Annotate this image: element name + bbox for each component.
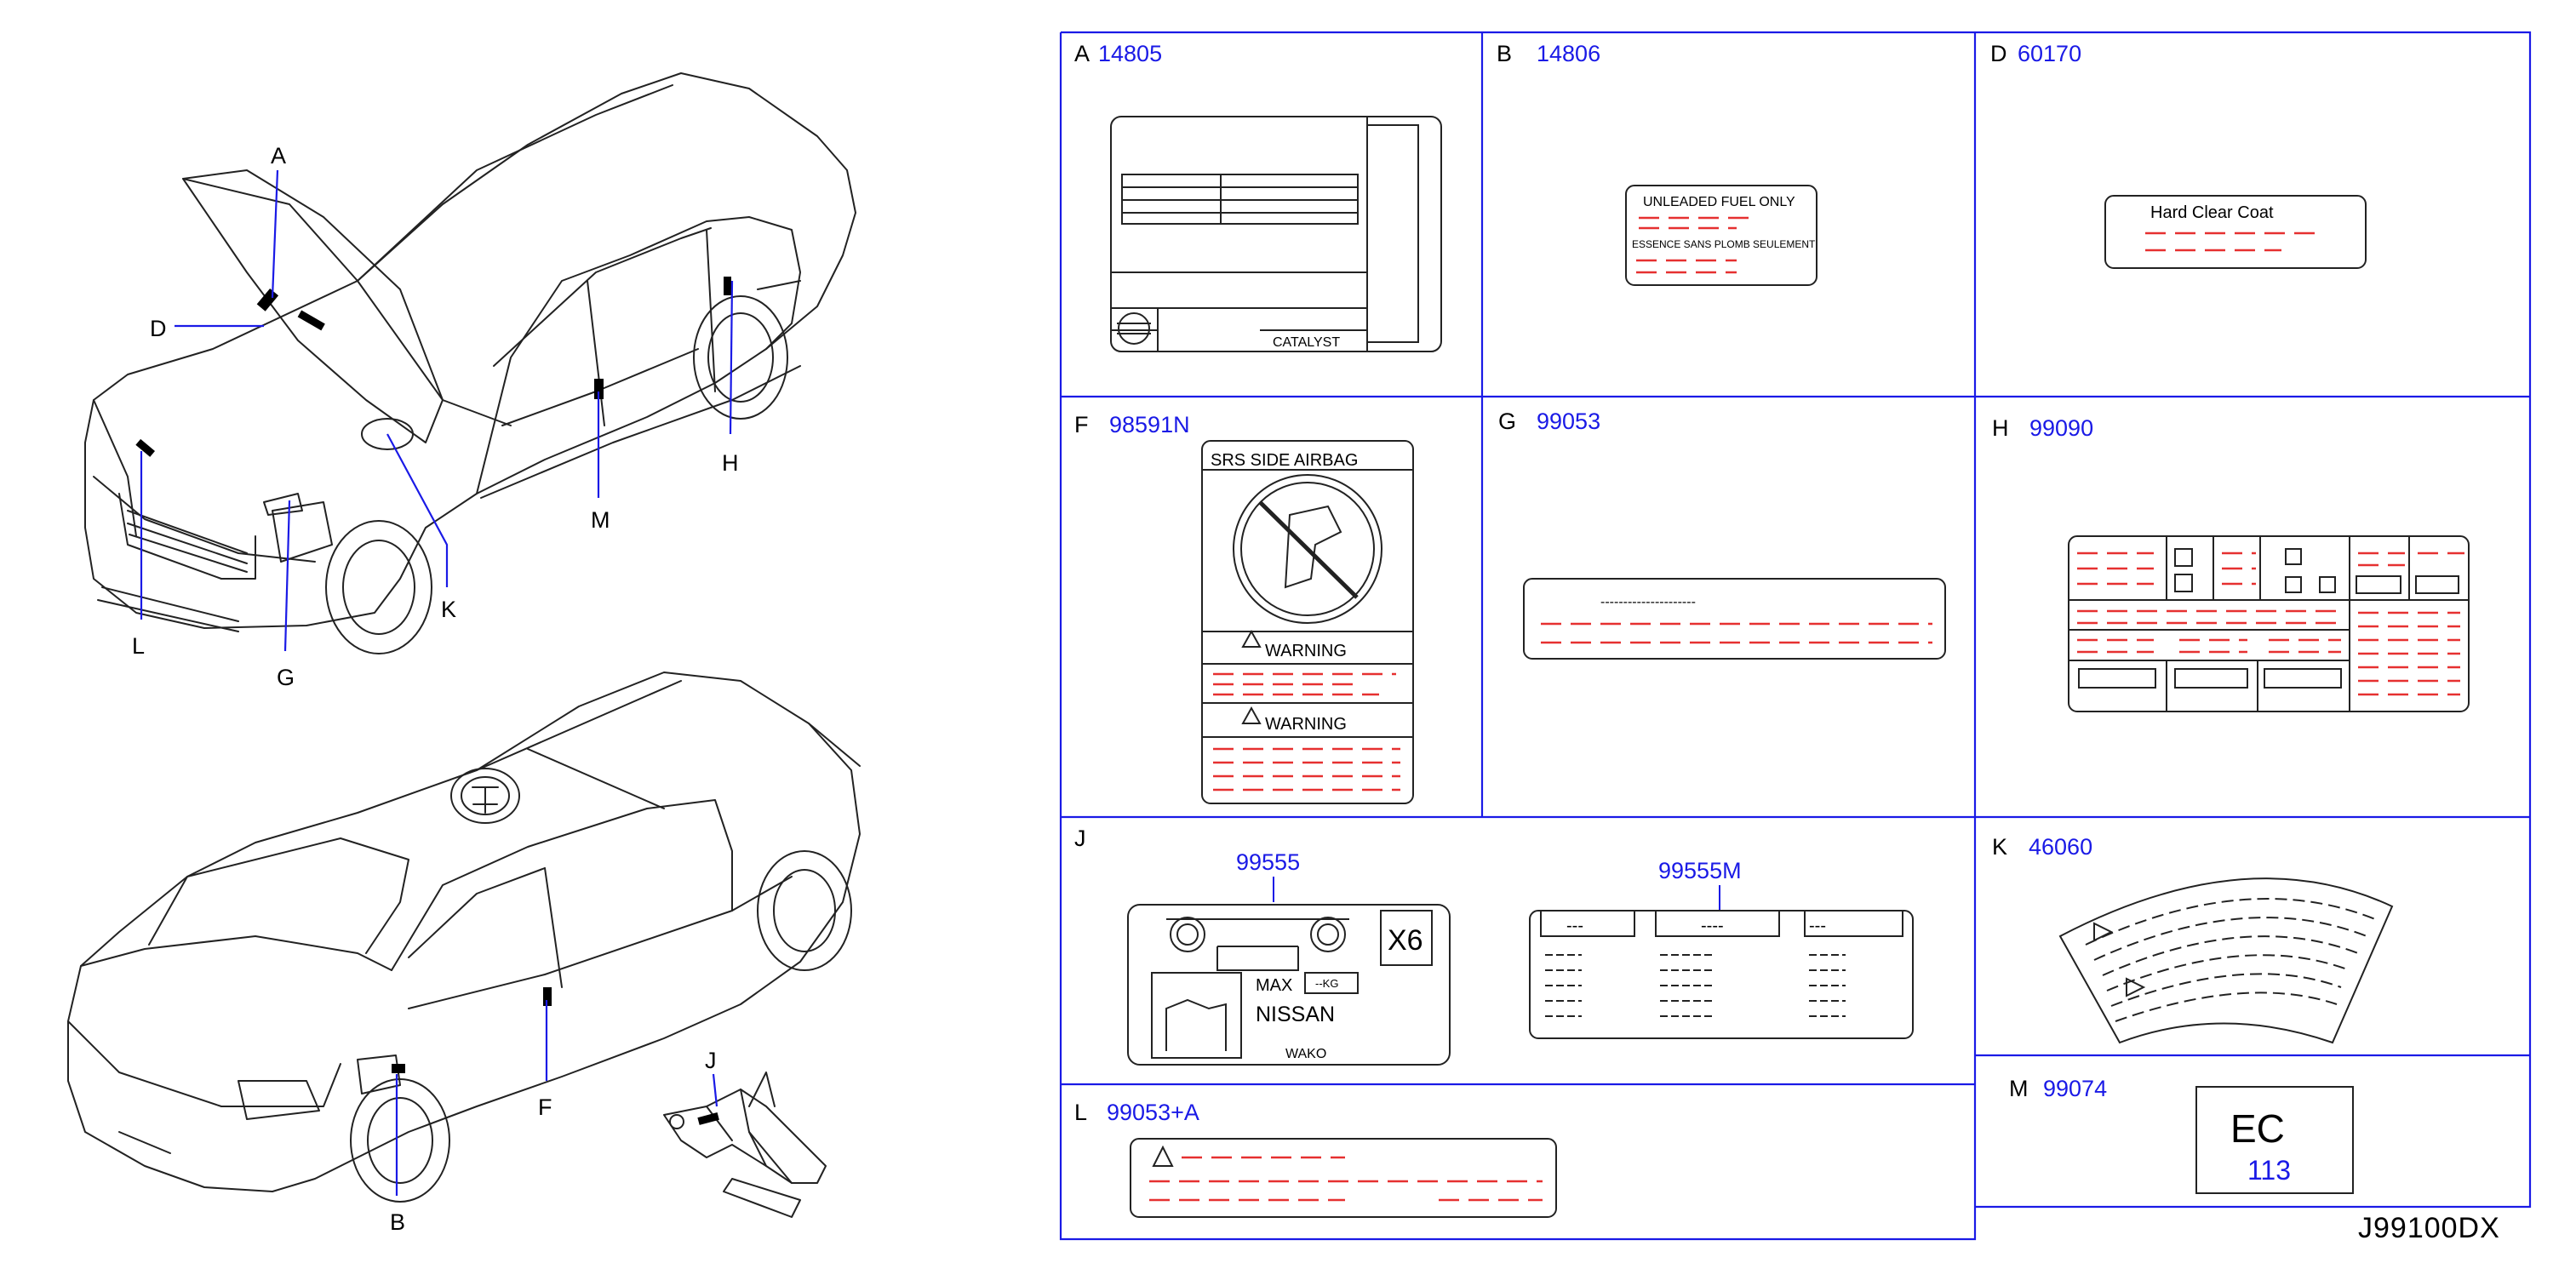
cell-a-part-number: 14805 [1098, 41, 1162, 66]
label-f-warning-2: WARNING [1265, 715, 1347, 734]
cell-h: H 99090 [1992, 415, 2470, 712]
label-k-drawing [2058, 877, 2394, 1044]
label-j-left-drawing [1127, 904, 1451, 1066]
label-l-drawing [1130, 1138, 1557, 1218]
cell-h-part-number: 99090 [2029, 415, 2093, 441]
label-j-right-drawing [1529, 910, 1914, 1039]
cell-m-letter: M [2009, 1076, 2029, 1101]
label-j-x6: X6 [1388, 924, 1423, 957]
cell-k: K 46060 [1992, 834, 2394, 1044]
grid-lines [1059, 31, 2532, 1241]
callout-h: H [722, 450, 739, 476]
label-f-warning-1: WARNING [1265, 642, 1347, 660]
cell-b-part-number: 14806 [1537, 41, 1600, 66]
cell-m: M 99074 EC 113 [2009, 1076, 2354, 1194]
callout-l: L [132, 633, 145, 659]
label-j-right-dash-2: ---- [1701, 917, 1724, 935]
label-a-catalyst: CATALYST [1273, 335, 1340, 350]
cell-l: L 99053+A [1074, 1100, 1557, 1218]
cell-d: D 60170 Hard Clear Coat [1990, 41, 2367, 269]
label-b-line2: ESSENCE SANS PLOMB SEULEMENT [1632, 238, 1816, 250]
label-j-nissan: NISSAN [1256, 1003, 1335, 1026]
label-f-header: SRS SIDE AIRBAG [1211, 451, 1358, 470]
label-location-marks [135, 277, 731, 1125]
cell-b-letter: B [1497, 41, 1512, 66]
label-j-right-dash-1: --- [1566, 917, 1583, 935]
car-illustrations: A D H M L G K F B J [67, 72, 861, 1235]
callout-m: M [591, 507, 610, 533]
label-h-drawing [2068, 535, 2470, 712]
cell-k-part-number: 46060 [2029, 834, 2092, 860]
cell-j-part-left: 99555 [1236, 849, 1300, 875]
diagram-code: J99100DX [2358, 1212, 2500, 1244]
cell-m-part-number: 99074 [2043, 1076, 2107, 1101]
cell-l-part-number: 99053+A [1107, 1100, 1199, 1125]
label-catalog-grid: A 14805 CATALYST B 14806 UNLEADED FUEL O… [1059, 31, 2532, 1241]
label-b-drawing [1625, 185, 1818, 286]
rear-car-drawing [67, 672, 861, 1203]
label-m-drawing [2195, 1086, 2354, 1194]
callout-j: J [705, 1048, 717, 1073]
cell-j-letter: J [1074, 826, 1086, 851]
cell-b: B 14806 UNLEADED FUEL ONLY ESSENCE SANS … [1497, 41, 1818, 286]
callout-g: G [277, 665, 295, 690]
cell-k-letter: K [1992, 834, 2007, 860]
label-j-wako: WAKO [1285, 1047, 1326, 1061]
cell-f: F 98591N SRS SIDE AIRBAG WARNING WARNING [1074, 412, 1414, 804]
jack-drawing [663, 1072, 827, 1218]
cell-a-letter: A [1074, 41, 1090, 66]
cell-d-letter: D [1990, 41, 2007, 66]
callout-b: B [390, 1209, 405, 1235]
cell-d-part-number: 60170 [2018, 41, 2081, 66]
callout-k: K [441, 597, 456, 622]
front-car-drawing [84, 72, 856, 654]
label-a-drawing [1110, 116, 1442, 352]
label-f-drawing [1201, 440, 1414, 804]
cell-j: J 99555 X6 MAX --KG NISSAN WAKO 99555M -… [1074, 826, 1914, 1066]
label-j-right-dash-3: --- [1809, 917, 1826, 935]
cell-f-letter: F [1074, 412, 1089, 437]
label-d-drawing [2104, 195, 2367, 269]
cell-g-part-number: 99053 [1537, 409, 1600, 434]
callout-d: D [150, 316, 167, 341]
cell-a: A 14805 CATALYST [1074, 41, 1442, 352]
label-m-number: 113 [2247, 1155, 2291, 1186]
label-m-ec: EC [2230, 1106, 2285, 1151]
label-g-dots: --------------------- [1600, 595, 1696, 609]
cell-f-part-number: 98591N [1109, 412, 1190, 437]
label-j-max: MAX [1256, 976, 1292, 995]
label-g-drawing [1523, 578, 1946, 660]
cell-j-part-right: 99555M [1658, 858, 1742, 883]
cell-h-letter: H [1992, 415, 2009, 441]
cell-l-letter: L [1074, 1100, 1087, 1125]
callout-a: A [271, 143, 286, 169]
label-b-line1: UNLEADED FUEL ONLY [1643, 195, 1795, 209]
callout-f: F [538, 1094, 552, 1120]
cell-g-letter: G [1498, 409, 1516, 434]
cell-g: G 99053 --------------------- [1498, 409, 1946, 660]
label-d-line1: Hard Clear Coat [2150, 203, 2274, 222]
leader-lines [140, 169, 734, 1196]
label-j-kg: --KG [1315, 977, 1338, 990]
